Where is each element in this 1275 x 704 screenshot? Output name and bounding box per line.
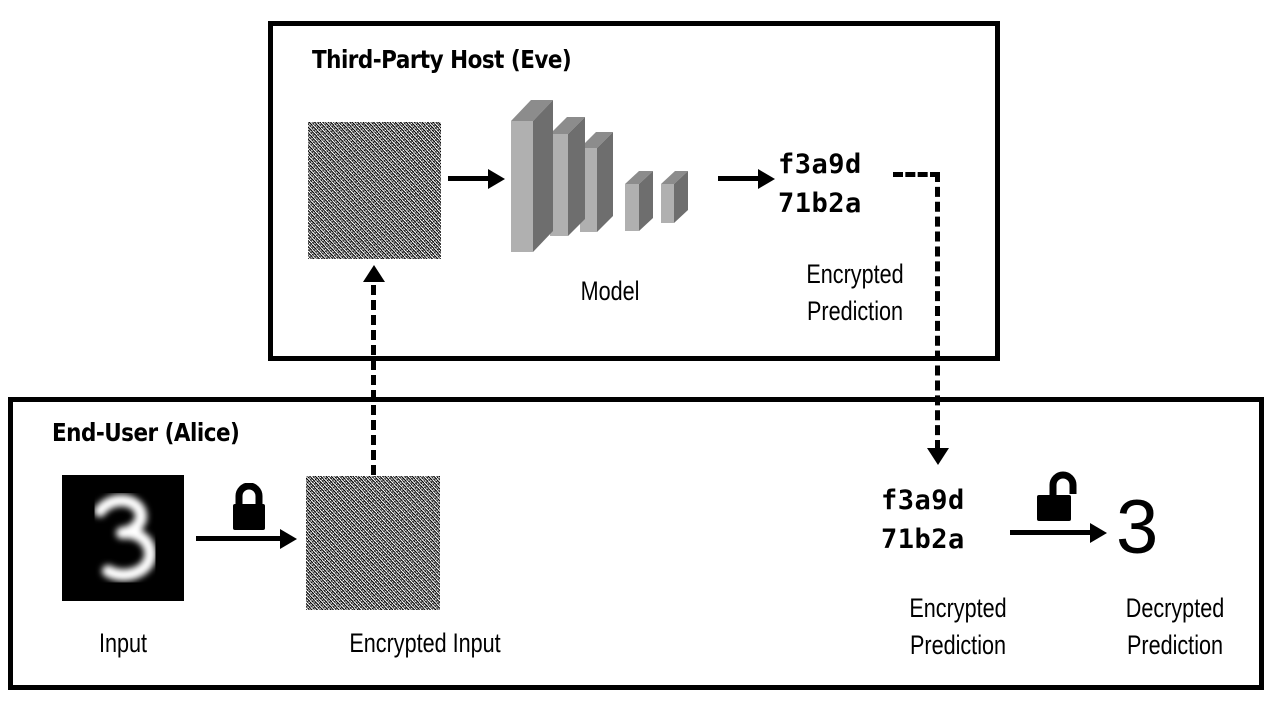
padlock-closed-icon [227, 483, 271, 531]
caption-line-2: Prediction [1126, 630, 1224, 661]
caption-line-1: Encrypted [806, 259, 904, 289]
padlock-open-icon [1031, 470, 1085, 524]
encrypted-input-image-host [308, 122, 441, 259]
encrypted-input-image-user [306, 476, 440, 610]
caption-line-1: Decrypted [1125, 593, 1225, 623]
encrypted-prediction-ciphertext-host: f3a9d 71b2a [778, 145, 862, 223]
ciphertext-line-2: 71b2a [881, 524, 965, 556]
model-label: Model [580, 276, 640, 306]
return-dashed-vertical-segment [935, 172, 940, 450]
upload-dashed-vertical-segment [371, 285, 376, 475]
caption-line-2: Prediction [806, 296, 904, 327]
return-dashed-arrowhead-icon [927, 448, 949, 465]
ciphertext-line-1: f3a9d [778, 149, 862, 180]
input-caption: Input [98, 628, 148, 658]
caption-line-2: Prediction [909, 630, 1007, 661]
ciphertext-line-1: f3a9d [881, 485, 965, 516]
decrypted-prediction-value: 3 [1116, 485, 1159, 570]
encrypted-prediction-ciphertext-user: f3a9d 71b2a [881, 481, 965, 559]
arrow-model-to-encrypted-prediction [718, 176, 760, 181]
encrypted-input-caption: Encrypted Input [349, 628, 501, 658]
ciphertext-line-2: 71b2a [778, 188, 862, 220]
input-digit-image [62, 475, 184, 601]
third-party-host-panel [268, 21, 1000, 361]
arrow-encrypted-input-to-model [448, 176, 490, 181]
end-user-panel [8, 397, 1264, 690]
third-party-host-title: Third-Party Host (Eve) [312, 45, 572, 74]
arrow-decrypt-prediction [1010, 530, 1092, 535]
end-user-title: End-User (Alice) [52, 418, 240, 447]
arrow-encrypt-input [196, 536, 282, 541]
caption-line-1: Encrypted [909, 593, 1007, 623]
model-network-icon [505, 88, 705, 270]
upload-dashed-arrowhead-icon [363, 265, 385, 282]
return-dashed-horizontal-segment [893, 172, 940, 177]
